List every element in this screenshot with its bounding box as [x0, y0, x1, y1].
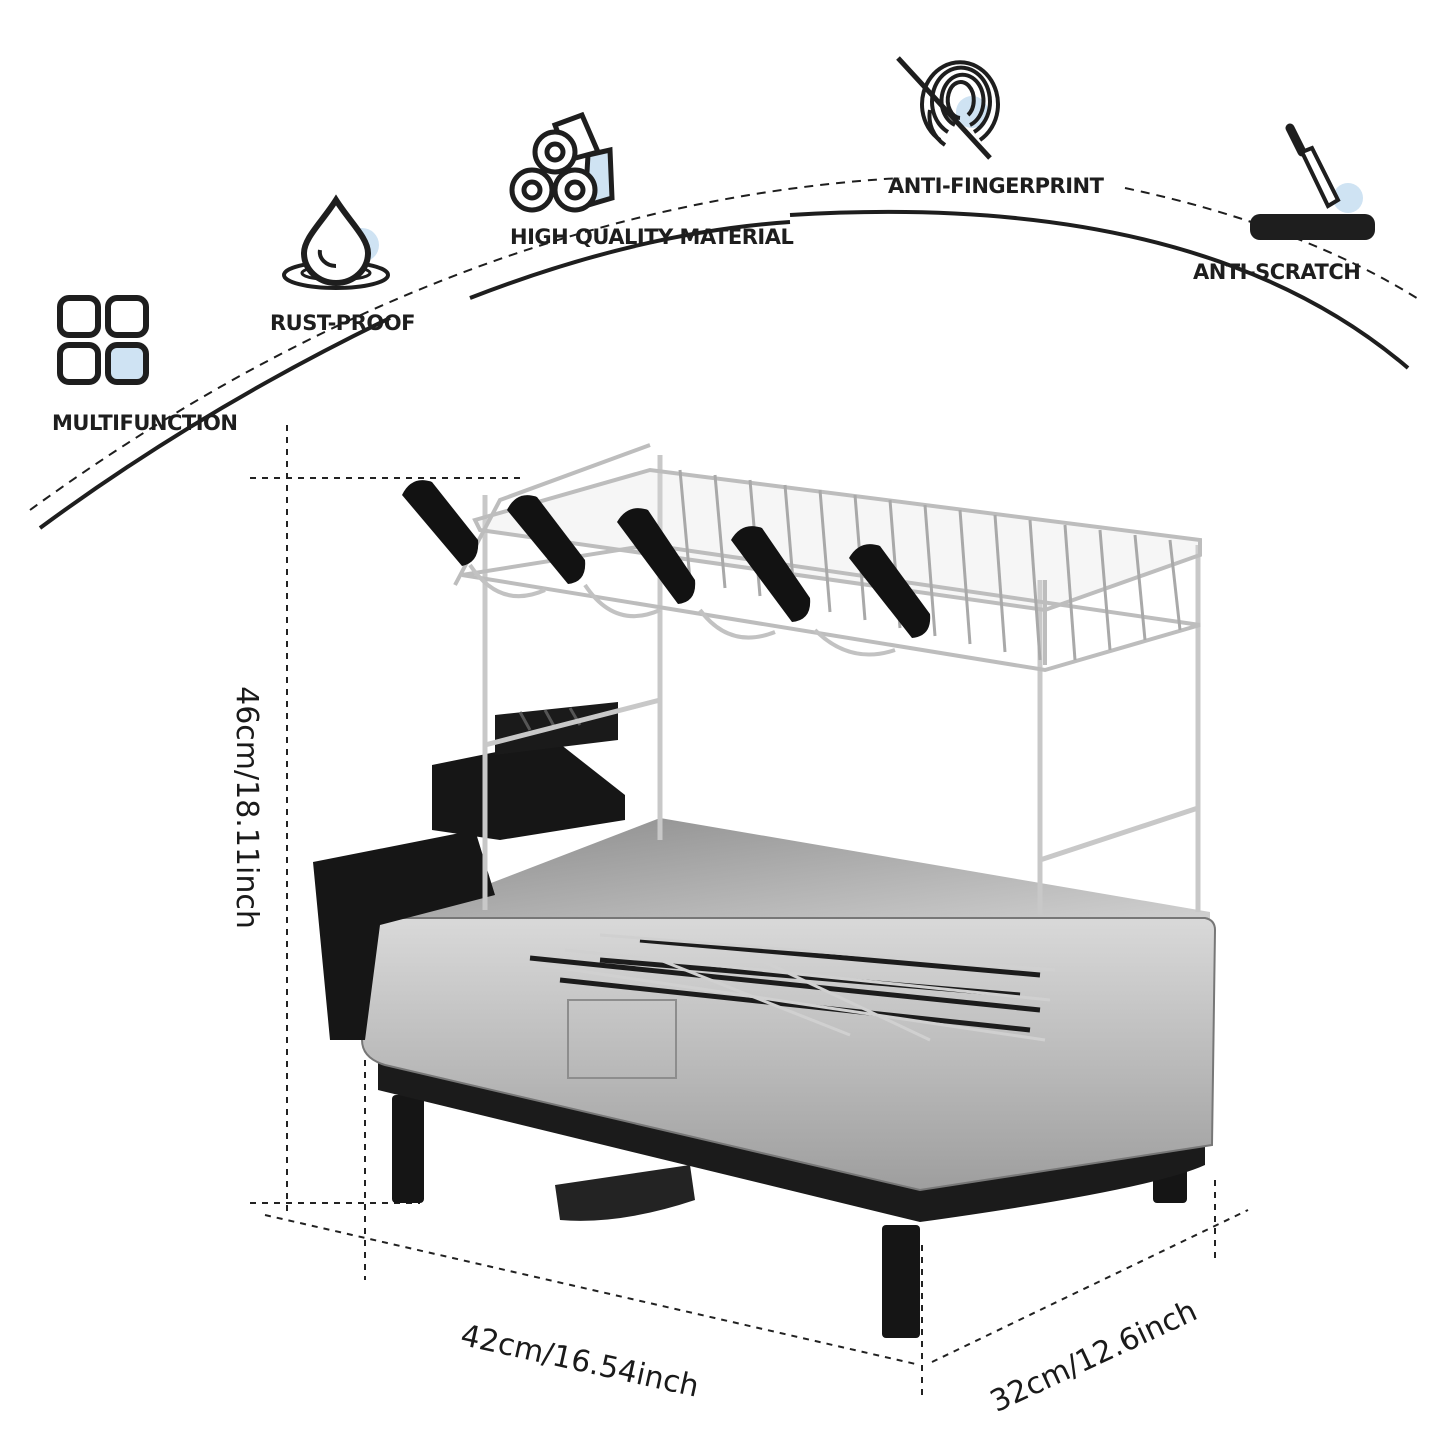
decorative-arcs: [29, 177, 1421, 530]
feature-label-rust-proof: RUST-PROOF: [270, 311, 415, 335]
feature-label-anti-fingerprint: ANTI-FINGERPRINT: [888, 174, 1104, 198]
water-drop-icon: [282, 194, 390, 290]
feature-label-anti-scratch: ANTI-SCRATCH: [1193, 260, 1361, 284]
rack-leg: [882, 1225, 920, 1338]
drain-spout: [555, 1165, 695, 1221]
feature-label-multifunction: MULTIFUNCTION: [52, 411, 238, 435]
tub-label-plate: [567, 999, 677, 1079]
knife-scratch-icon: [1250, 123, 1375, 240]
height-dimension-label: 46cm/18.11inch: [228, 686, 264, 929]
cup-holder-pads: [402, 480, 931, 638]
no-fingerprint-icon: [896, 56, 1000, 160]
feature-label-high-quality-material: HIGH QUALITY MATERIAL: [510, 225, 794, 249]
steel-rolls-icon: [509, 111, 615, 213]
four-squares-icon: [57, 295, 149, 385]
utensil-caddy: [313, 830, 495, 1040]
utensil-caddy: [432, 740, 625, 840]
dimension-guides: [250, 425, 1249, 1395]
dish-rack-product: [313, 443, 1217, 1338]
rack-leg: [392, 1095, 424, 1203]
